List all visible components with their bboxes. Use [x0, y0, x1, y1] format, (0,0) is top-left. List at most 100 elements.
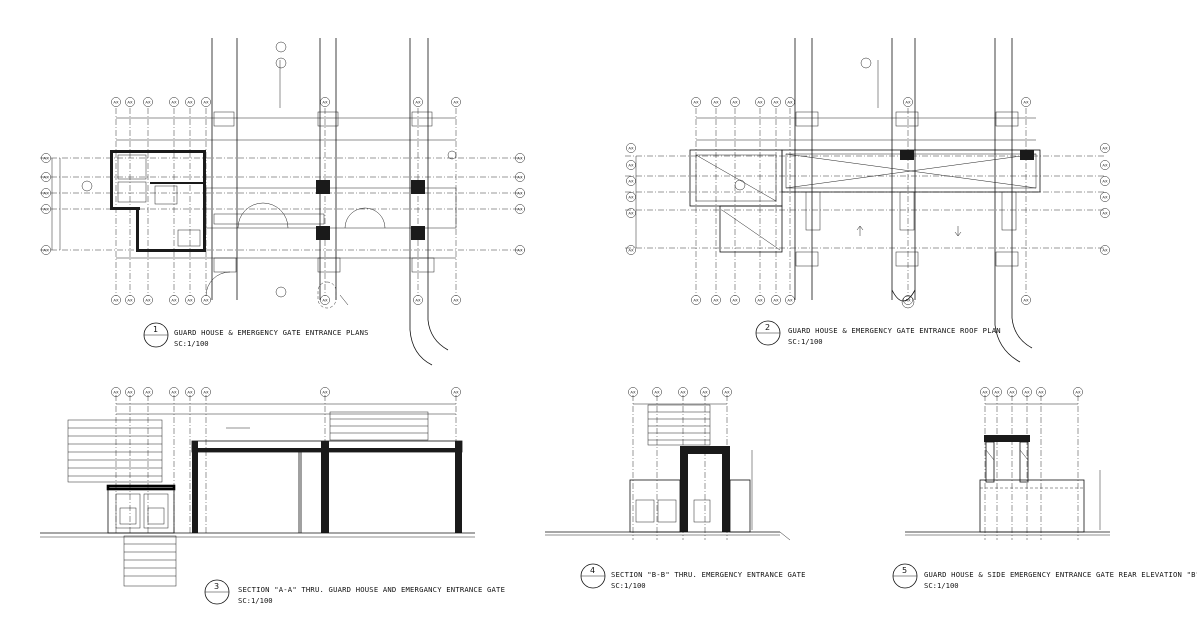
grid-bubble-label: AX: [1102, 178, 1108, 183]
grid-bubble: [515, 153, 525, 163]
grid-bubble: [169, 295, 179, 305]
grid-bubble: [785, 295, 795, 305]
grid-bubble: [691, 97, 701, 107]
drawing-title-3: SECTION "A-A" THRU. GUARD HOUSE AND EMER…: [238, 585, 505, 594]
grid-bubble-label: AX: [43, 155, 49, 160]
grid-bubble: [1021, 97, 1031, 107]
grid-bubble-label: AX: [415, 297, 421, 302]
drawing-title-2: GUARD HOUSE & EMERGENCY GATE ENTRANCE RO…: [788, 326, 1001, 335]
grid-bubble-label: AX: [724, 389, 730, 394]
grid-bubble: [515, 204, 525, 214]
grid-bubble: [903, 97, 913, 107]
grid-bubble: [1073, 387, 1083, 397]
grid-bubble: [41, 172, 51, 182]
grid-bubble: [143, 97, 153, 107]
grid-bubble: [143, 295, 153, 305]
grid-bubble: [41, 204, 51, 214]
grid-bubble-label: AX: [628, 247, 634, 252]
grid-bubble: [201, 97, 211, 107]
grid-markers: AX AX AX AX AX AX AX AX AX AX AX AX AX AX AX AX AX AX AX AX…: [41, 97, 1110, 397]
drawing-scale-1: SC:1/100: [174, 339, 209, 348]
grid-bubble-label: AX: [113, 99, 119, 104]
grid-bubble: [41, 153, 51, 163]
grid-bubble-label: AX: [628, 162, 634, 167]
grid-bubble: [451, 97, 461, 107]
grid-bubble-label: AX: [171, 297, 177, 302]
grid-bubble-label: AX: [453, 297, 459, 302]
grid-bubble: [771, 97, 781, 107]
title-block-4: 4 SECTION "B-B" THRU. EMERGENCY ENTRANCE…: [580, 563, 805, 590]
grid-bubble: [515, 188, 525, 198]
grid-bubble: [700, 387, 710, 397]
grid-bubble: [143, 387, 153, 397]
grid-bubble: [711, 97, 721, 107]
grid-bubble-label: AX: [43, 174, 49, 179]
grid-bubble-label: AX: [203, 99, 209, 104]
grid-bubble: [320, 295, 330, 305]
grid-bubble-label: AX: [187, 389, 193, 394]
drawing-scale-4: SC:1/100: [611, 581, 646, 590]
elevation-view-5: [905, 395, 1110, 540]
grid-bubble-label: AX: [773, 297, 779, 302]
grid-bubble: [451, 295, 461, 305]
grid-bubble: [125, 387, 135, 397]
grid-bubble-label: AX: [628, 145, 634, 150]
grid-bubble-label: AX: [517, 155, 523, 160]
grid-bubble: [678, 387, 688, 397]
title-block-3: 3 SECTION "A-A" THRU. GUARD HOUSE AND EM…: [204, 579, 505, 605]
grid-bubble: [413, 97, 423, 107]
plan-view-2: [625, 38, 1105, 363]
grid-bubble: [1022, 387, 1032, 397]
grid-bubble: [1036, 387, 1046, 397]
grid-bubble: [111, 295, 121, 305]
grid-bubble-label: AX: [145, 389, 151, 394]
grid-bubble: [515, 172, 525, 182]
grid-bubble-label: AX: [702, 389, 708, 394]
grid-bubble-label: AX: [127, 297, 133, 302]
grid-bubble: [1100, 245, 1110, 255]
grid-bubble: [1007, 387, 1017, 397]
grid-bubble: [626, 160, 636, 170]
section-view-4: [545, 395, 791, 541]
grid-bubble-label: AX: [1038, 389, 1044, 394]
grid-bubble-label: AX: [787, 99, 793, 104]
grid-bubble-label: AX: [453, 389, 459, 394]
grid-bubble: [722, 387, 732, 397]
grid-bubble: [755, 97, 765, 107]
grid-bubble: [628, 387, 638, 397]
grid-bubble: [691, 295, 701, 305]
grid-bubble-label: AX: [905, 297, 911, 302]
grid-bubble-label: AX: [693, 297, 699, 302]
grid-bubble-label: AX: [1102, 162, 1108, 167]
grid-bubble-label: AX: [187, 99, 193, 104]
title-block-2: 2 GUARD HOUSE & EMERGENCY GATE ENTRANCE …: [755, 320, 1001, 346]
grid-bubble-label: AX: [732, 297, 738, 302]
grid-bubble: [1100, 176, 1110, 186]
grid-bubble-label: AX: [787, 297, 793, 302]
grid-bubble: [201, 295, 211, 305]
grid-bubble: [125, 295, 135, 305]
grid-bubble: [626, 176, 636, 186]
grid-bubble: [652, 387, 662, 397]
grid-bubble: [785, 97, 795, 107]
grid-bubble: [755, 295, 765, 305]
grid-bubble: [903, 295, 913, 305]
grid-bubble: [1100, 208, 1110, 218]
grid-bubble-label: AX: [773, 99, 779, 104]
plan-view-1: [40, 38, 525, 366]
grid-bubble: [185, 387, 195, 397]
grid-bubble-label: AX: [187, 297, 193, 302]
grid-bubble: [730, 295, 740, 305]
grid-bubble-label: AX: [322, 99, 328, 104]
grid-bubble-label: AX: [1009, 389, 1015, 394]
grid-bubble-label: AX: [1023, 99, 1029, 104]
grid-bubble: [980, 387, 990, 397]
grid-bubble-label: AX: [113, 389, 119, 394]
drawing-number-5: 5: [902, 566, 907, 575]
grid-bubble-label: AX: [732, 99, 738, 104]
grid-bubble-label: AX: [322, 389, 328, 394]
grid-bubble-label: AX: [1102, 194, 1108, 199]
grid-bubble-label: AX: [905, 99, 911, 104]
